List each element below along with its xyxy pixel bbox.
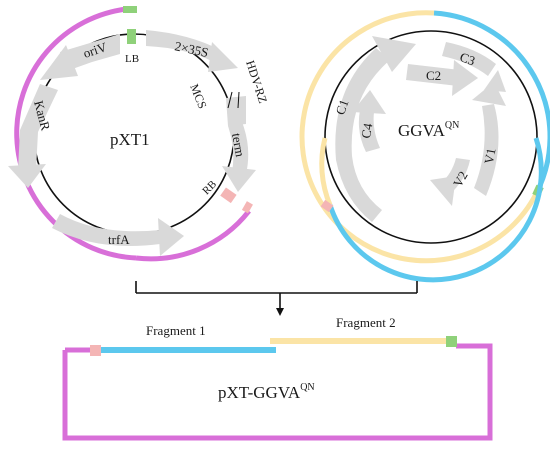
v1-arrow — [474, 104, 499, 196]
label-fragment2: Fragment 2 — [336, 315, 396, 330]
v1-arrow-head — [472, 82, 506, 106]
label-mcs: MCS — [187, 82, 209, 111]
pxt1-backbone-arc — [14, 6, 137, 261]
c1-arrow — [335, 48, 390, 222]
v2-arrow-head — [430, 176, 456, 206]
label-2x35s: 2×35S — [173, 38, 209, 60]
label-oriv: oriV — [81, 39, 109, 61]
label-term: term — [229, 132, 248, 158]
ggva-inner-yellow-arc — [319, 137, 333, 206]
oriv-arrow — [60, 34, 120, 72]
plasmid-name-ggva: GGVAQN — [398, 120, 459, 140]
rb-box — [220, 187, 237, 204]
label-hdv: HDV-RZ — [243, 59, 270, 105]
ggva-ring — [324, 30, 538, 244]
c1-arrow-head — [372, 36, 416, 72]
label-v1: V1 — [481, 147, 499, 165]
plasmid-ggva: C1 C2 C3 C4 V1 V2 GGVAQN — [299, 10, 550, 283]
pxt1-green-tick-outer — [123, 6, 137, 13]
c4-arrow-head — [352, 90, 386, 114]
p2x35s-arrow-head — [208, 42, 238, 72]
term-arrow-head — [222, 166, 256, 192]
label-lb: LB — [125, 53, 139, 65]
hdv-tick — [237, 91, 240, 109]
label-rb: RB — [200, 178, 219, 197]
lb-box — [127, 29, 136, 44]
hdv-block — [226, 96, 246, 126]
join-connector — [135, 281, 418, 316]
label-trfa: trfA — [108, 232, 130, 247]
p2x35s-arrow — [146, 30, 220, 62]
kanr-arrow-head — [8, 164, 46, 188]
ggva-inner-blue-arc — [327, 137, 544, 283]
oriv-arrow-head — [40, 45, 78, 80]
term-arrow — [228, 122, 249, 174]
trfa-arrow — [52, 214, 160, 246]
label-c4: C4 — [358, 122, 375, 140]
label-fragment1: Fragment 1 — [146, 323, 206, 338]
label-c1: C1 — [332, 97, 351, 116]
product-name: pXT-GGVAQN — [218, 382, 315, 402]
plasmid-name-ggva-sup: QN — [445, 120, 459, 131]
plasmid-name-ggva-base: GGVA — [398, 121, 446, 140]
product-pink-junction — [90, 345, 101, 356]
c3-arrow — [442, 42, 496, 76]
pxt1-backbone-arc-lower — [135, 209, 251, 262]
plasmid-pxt1: oriV KanR trfA 2×35S MCS HDV-RZ term LB … — [8, 6, 270, 262]
label-c3: C3 — [458, 49, 477, 68]
ggva-outer-blue-arc — [433, 10, 550, 196]
mcs-tick — [227, 91, 233, 109]
product-name-base: pXT-GGVA — [218, 383, 301, 402]
ggva-pink-tick — [320, 199, 334, 213]
pxt1-pink-tick-outer — [241, 201, 253, 214]
c2-arrow — [406, 64, 460, 86]
product-green-junction — [446, 336, 457, 347]
trfa-arrow-head — [158, 218, 184, 256]
label-c2: C2 — [426, 68, 441, 83]
ggva-outer-yellow-arc — [299, 10, 539, 264]
label-v2: V2 — [450, 168, 471, 189]
c4-arrow — [358, 110, 380, 152]
c2-arrow-head — [452, 60, 478, 96]
product-magenta-backbone — [62, 343, 493, 441]
plasmid-name-pxt1: pXT1 — [110, 130, 150, 149]
assembly-product: Fragment 1 Fragment 2 pXT-GGVAQN — [62, 315, 493, 441]
kanr-arrow — [18, 84, 58, 170]
product-name-sup: QN — [300, 382, 314, 393]
